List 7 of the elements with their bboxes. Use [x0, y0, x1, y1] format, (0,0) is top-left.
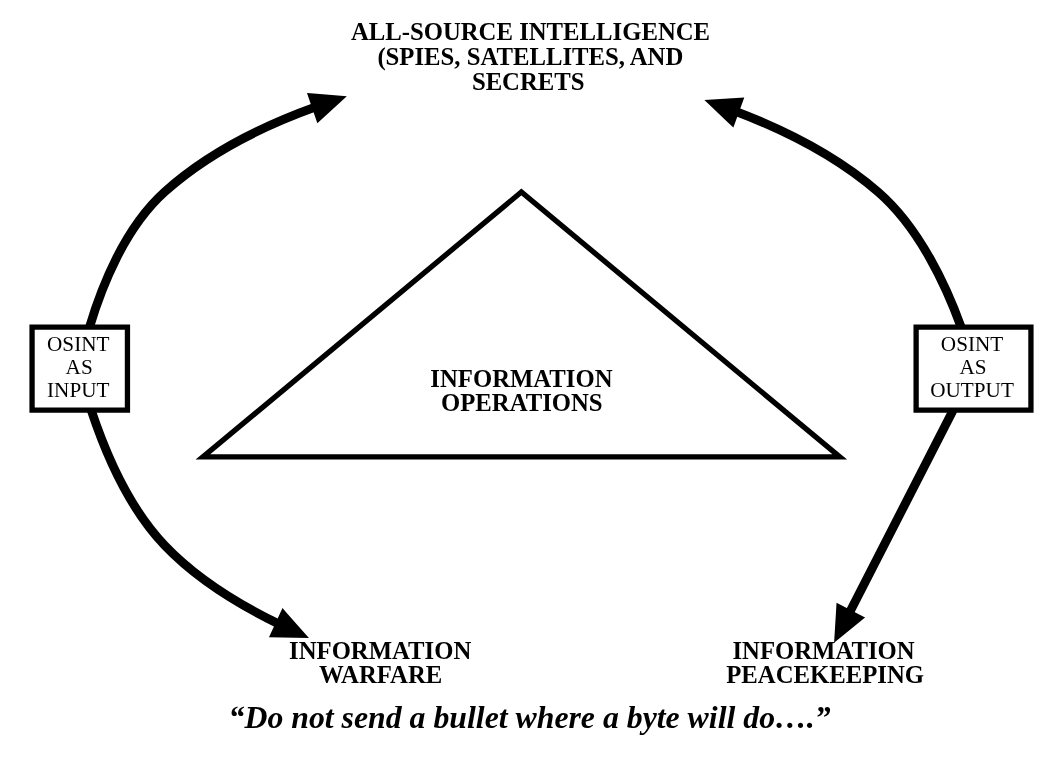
- node-box: OSINT AS OUTPUT: [913, 324, 1034, 413]
- node-box: OSINT AS INPUT: [29, 324, 131, 413]
- node-text: INFORMATION PEACEKEEPING: [726, 636, 925, 689]
- arrow: [87, 409, 309, 639]
- node-text: ALL-SOURCE INTELLIGENCE (SPIES, SATELLITES, AND SECRETS: [350, 18, 711, 95]
- node-text: INFORMATION WARFARE: [289, 636, 472, 689]
- caption: “Do not send a bullet where a byte will do….”: [228, 699, 831, 735]
